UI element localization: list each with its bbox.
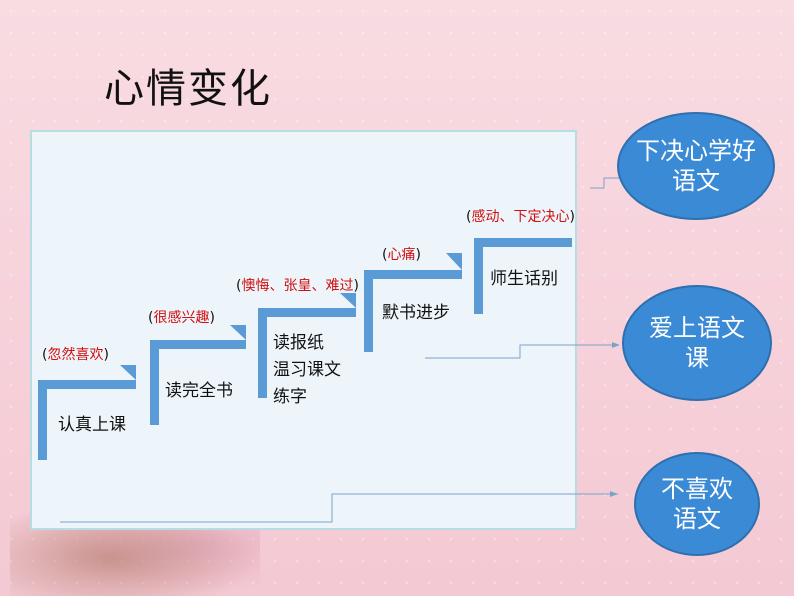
emotion-label-5: (感动、下定决心) bbox=[466, 209, 575, 225]
emotion-label-3: (懊悔、张皇、难过) bbox=[236, 278, 359, 294]
emotion-text-4: 心痛 bbox=[387, 247, 416, 263]
emotion-label-4: (心痛) bbox=[382, 247, 421, 263]
stair-step-2 bbox=[150, 325, 246, 425]
emotion-label-2: (很感兴趣) bbox=[148, 310, 215, 326]
step-label-2: 读完全书 bbox=[165, 381, 233, 401]
emotion-label-1: (忽然喜欢) bbox=[42, 347, 109, 363]
connector-line-3 bbox=[60, 493, 618, 523]
stair-step-4 bbox=[364, 253, 462, 352]
step-label-1: 认真上课 bbox=[58, 415, 126, 435]
step-label-4: 默书进步 bbox=[382, 303, 450, 323]
connector-line-2 bbox=[425, 344, 618, 359]
emotion-text-2: 很感兴趣 bbox=[153, 310, 210, 326]
bubble-determined: 下决心学好语文 bbox=[617, 112, 775, 220]
page-title: 心情变化 bbox=[104, 66, 272, 112]
connector-line-1 bbox=[590, 177, 620, 189]
emotion-text-5: 感动、下定决心 bbox=[471, 209, 570, 225]
emotion-text-3: 懊悔、张皇、难过 bbox=[241, 278, 354, 294]
bubble-love-chinese: 爱上语文课 bbox=[622, 285, 772, 401]
stair-step-5 bbox=[474, 238, 572, 314]
emotion-text-1: 忽然喜欢 bbox=[47, 347, 104, 363]
stair-step-3 bbox=[258, 293, 356, 398]
stair-step-1 bbox=[38, 365, 136, 460]
step-label-3: 读报纸 温习课文 练字 bbox=[273, 333, 341, 407]
stair-panel bbox=[30, 130, 577, 530]
step-label-5: 师生话别 bbox=[490, 269, 558, 289]
bubble-dislike-chinese: 不喜欢语文 bbox=[634, 452, 760, 556]
